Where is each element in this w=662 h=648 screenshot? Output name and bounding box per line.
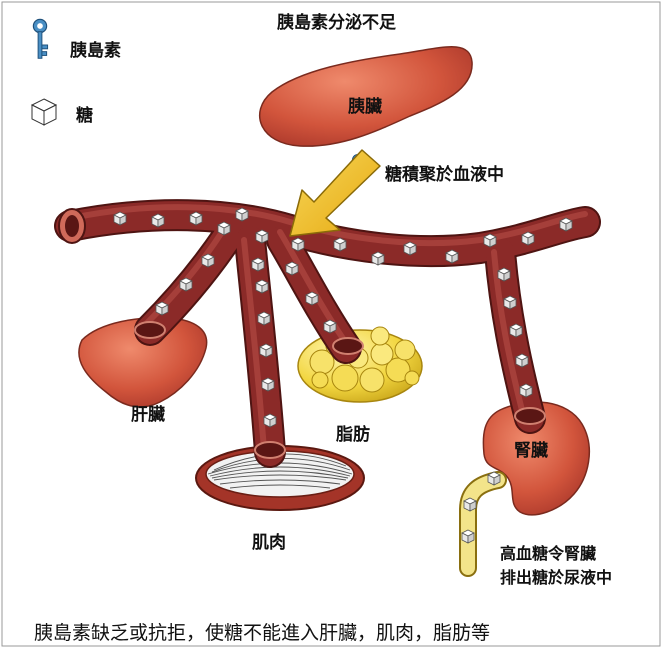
kidney-vessel-end (515, 408, 545, 424)
fat-label: 脂肪 (336, 420, 370, 445)
kidney-note-line1: 高血糖令腎臟 (500, 540, 596, 564)
liver-vessel-end (135, 322, 165, 338)
key-icon (33, 19, 47, 58)
pancreas-label: 胰臟 (348, 92, 382, 117)
legend-sugar-label: 糖 (76, 101, 93, 126)
fat-shape (298, 327, 422, 402)
legend-insulin-label: 胰島素 (70, 36, 121, 61)
caption: 胰島素缺乏或抗拒，使糖不能進入肝臟，肌肉，脂肪等 (34, 618, 490, 645)
arrow-icon (290, 150, 380, 236)
cube-icon (32, 99, 56, 125)
urine-tube (468, 480, 498, 568)
diagram-title: 胰島素分泌不足 (277, 8, 396, 33)
muscle-label: 肌肉 (252, 528, 286, 553)
liver-label: 肝臟 (131, 400, 165, 425)
fat-vessel-end (333, 338, 363, 354)
vessel-opening (59, 209, 85, 243)
kidney-note-line2: 排出糖於尿液中 (500, 564, 612, 588)
muscle-vessel-end (255, 442, 285, 458)
kidney-label: 腎臟 (514, 436, 548, 461)
sugar-accumulates-label: 糖積聚於血液中 (385, 160, 504, 185)
